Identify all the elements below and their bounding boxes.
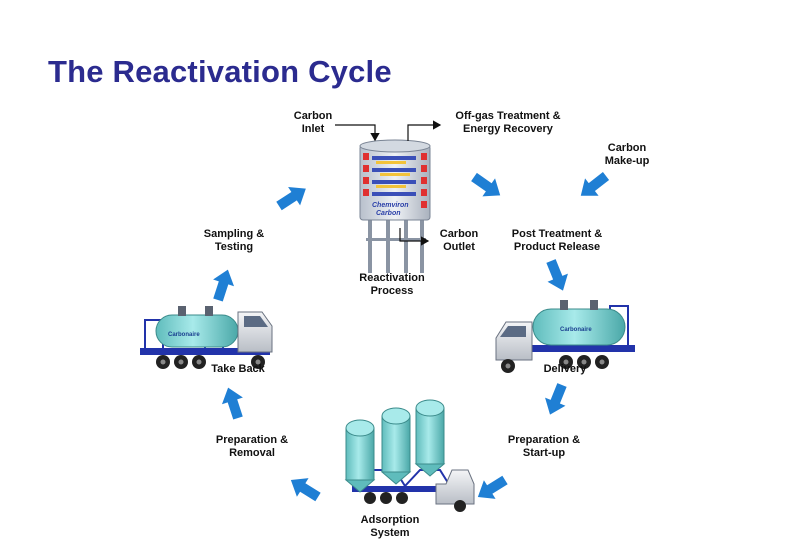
adsorption-system [344, 399, 475, 512]
arrow-post-to-delivery [540, 256, 574, 295]
svg-text:Carbon: Carbon [376, 210, 401, 217]
label-offgas-treatment: Off-gas Treatment & Energy Recovery [455, 110, 561, 135]
arrow-startup-to-adsorption [472, 470, 511, 507]
label-take-back: Take Back [211, 363, 265, 375]
arrow-makeup-in [574, 167, 613, 205]
label-carbon-outlet: Carbon Outlet [439, 228, 479, 253]
label-carbon-inlet: Carbon Inlet [293, 110, 333, 135]
label-sampling-testing: Sampling & Testing [203, 228, 265, 253]
truck-logo: Carbonaire [168, 332, 200, 338]
arrow-delivery-to-startup [539, 380, 573, 419]
take-back-truck: Carbonaire [140, 306, 273, 369]
arrow-furnace-to-post [467, 167, 507, 205]
furnace-connector-lines [335, 120, 442, 246]
label-adsorption-system: Adsorption System [360, 514, 420, 539]
truck-logo: Carbonaire [560, 327, 592, 333]
label-carbon-makeup: Carbon Make-up [604, 142, 650, 167]
arrow-sampling-to-furnace [273, 179, 312, 216]
label-preparation-removal: Preparation & Removal [215, 434, 289, 459]
arrow-removal-to-takeback [217, 384, 249, 422]
label-preparation-startup: Preparation & Start-up [507, 434, 581, 459]
label-post-treatment: Post Treatment & Product Release [511, 228, 603, 253]
arrow-takeback-to-sampling [207, 266, 239, 304]
label-reactivation-process: Reactivation Process [359, 272, 425, 297]
arrow-adsorption-to-removal [285, 470, 324, 507]
delivery-truck: Carbonaire [495, 300, 635, 373]
reactivation-furnace: Chemviron Carbon [359, 139, 431, 273]
label-delivery: Delivery [543, 363, 587, 375]
page-title: The Reactivation Cycle [48, 54, 392, 89]
svg-text:Chemviron: Chemviron [372, 202, 409, 209]
